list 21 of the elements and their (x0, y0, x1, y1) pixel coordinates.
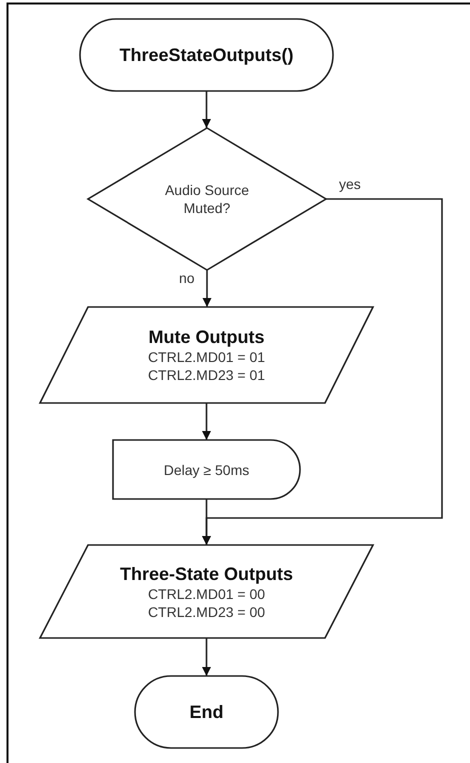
node-heading: Three-State Outputs (120, 562, 293, 584)
node-text: CTRL2.MD23 = 00 (148, 602, 266, 620)
node-text: Delay ≥ 50ms (164, 460, 250, 478)
arrow (202, 270, 212, 307)
node-title: ThreeStateOutputs() (119, 44, 294, 66)
delay-shape (113, 440, 300, 499)
decision-text: Audio Source Muted? (164, 181, 250, 217)
data-parallelogram (40, 307, 373, 403)
node-heading: Mute Outputs (148, 326, 264, 348)
arrow (202, 403, 211, 440)
node-title: End (190, 701, 224, 723)
node-text: CTRL2.MD23 = 01 (148, 366, 266, 384)
arrow (202, 638, 211, 676)
node-text: CTRL2.MD01 = 01 (148, 348, 266, 366)
data-parallelogram (40, 545, 373, 638)
arrow (202, 499, 211, 545)
arrow (202, 91, 211, 128)
decision-diamond (88, 128, 326, 270)
terminator-shape (80, 19, 333, 91)
node-text: CTRL2.MD01 = 00 (148, 584, 266, 602)
terminator-shape (135, 676, 278, 748)
